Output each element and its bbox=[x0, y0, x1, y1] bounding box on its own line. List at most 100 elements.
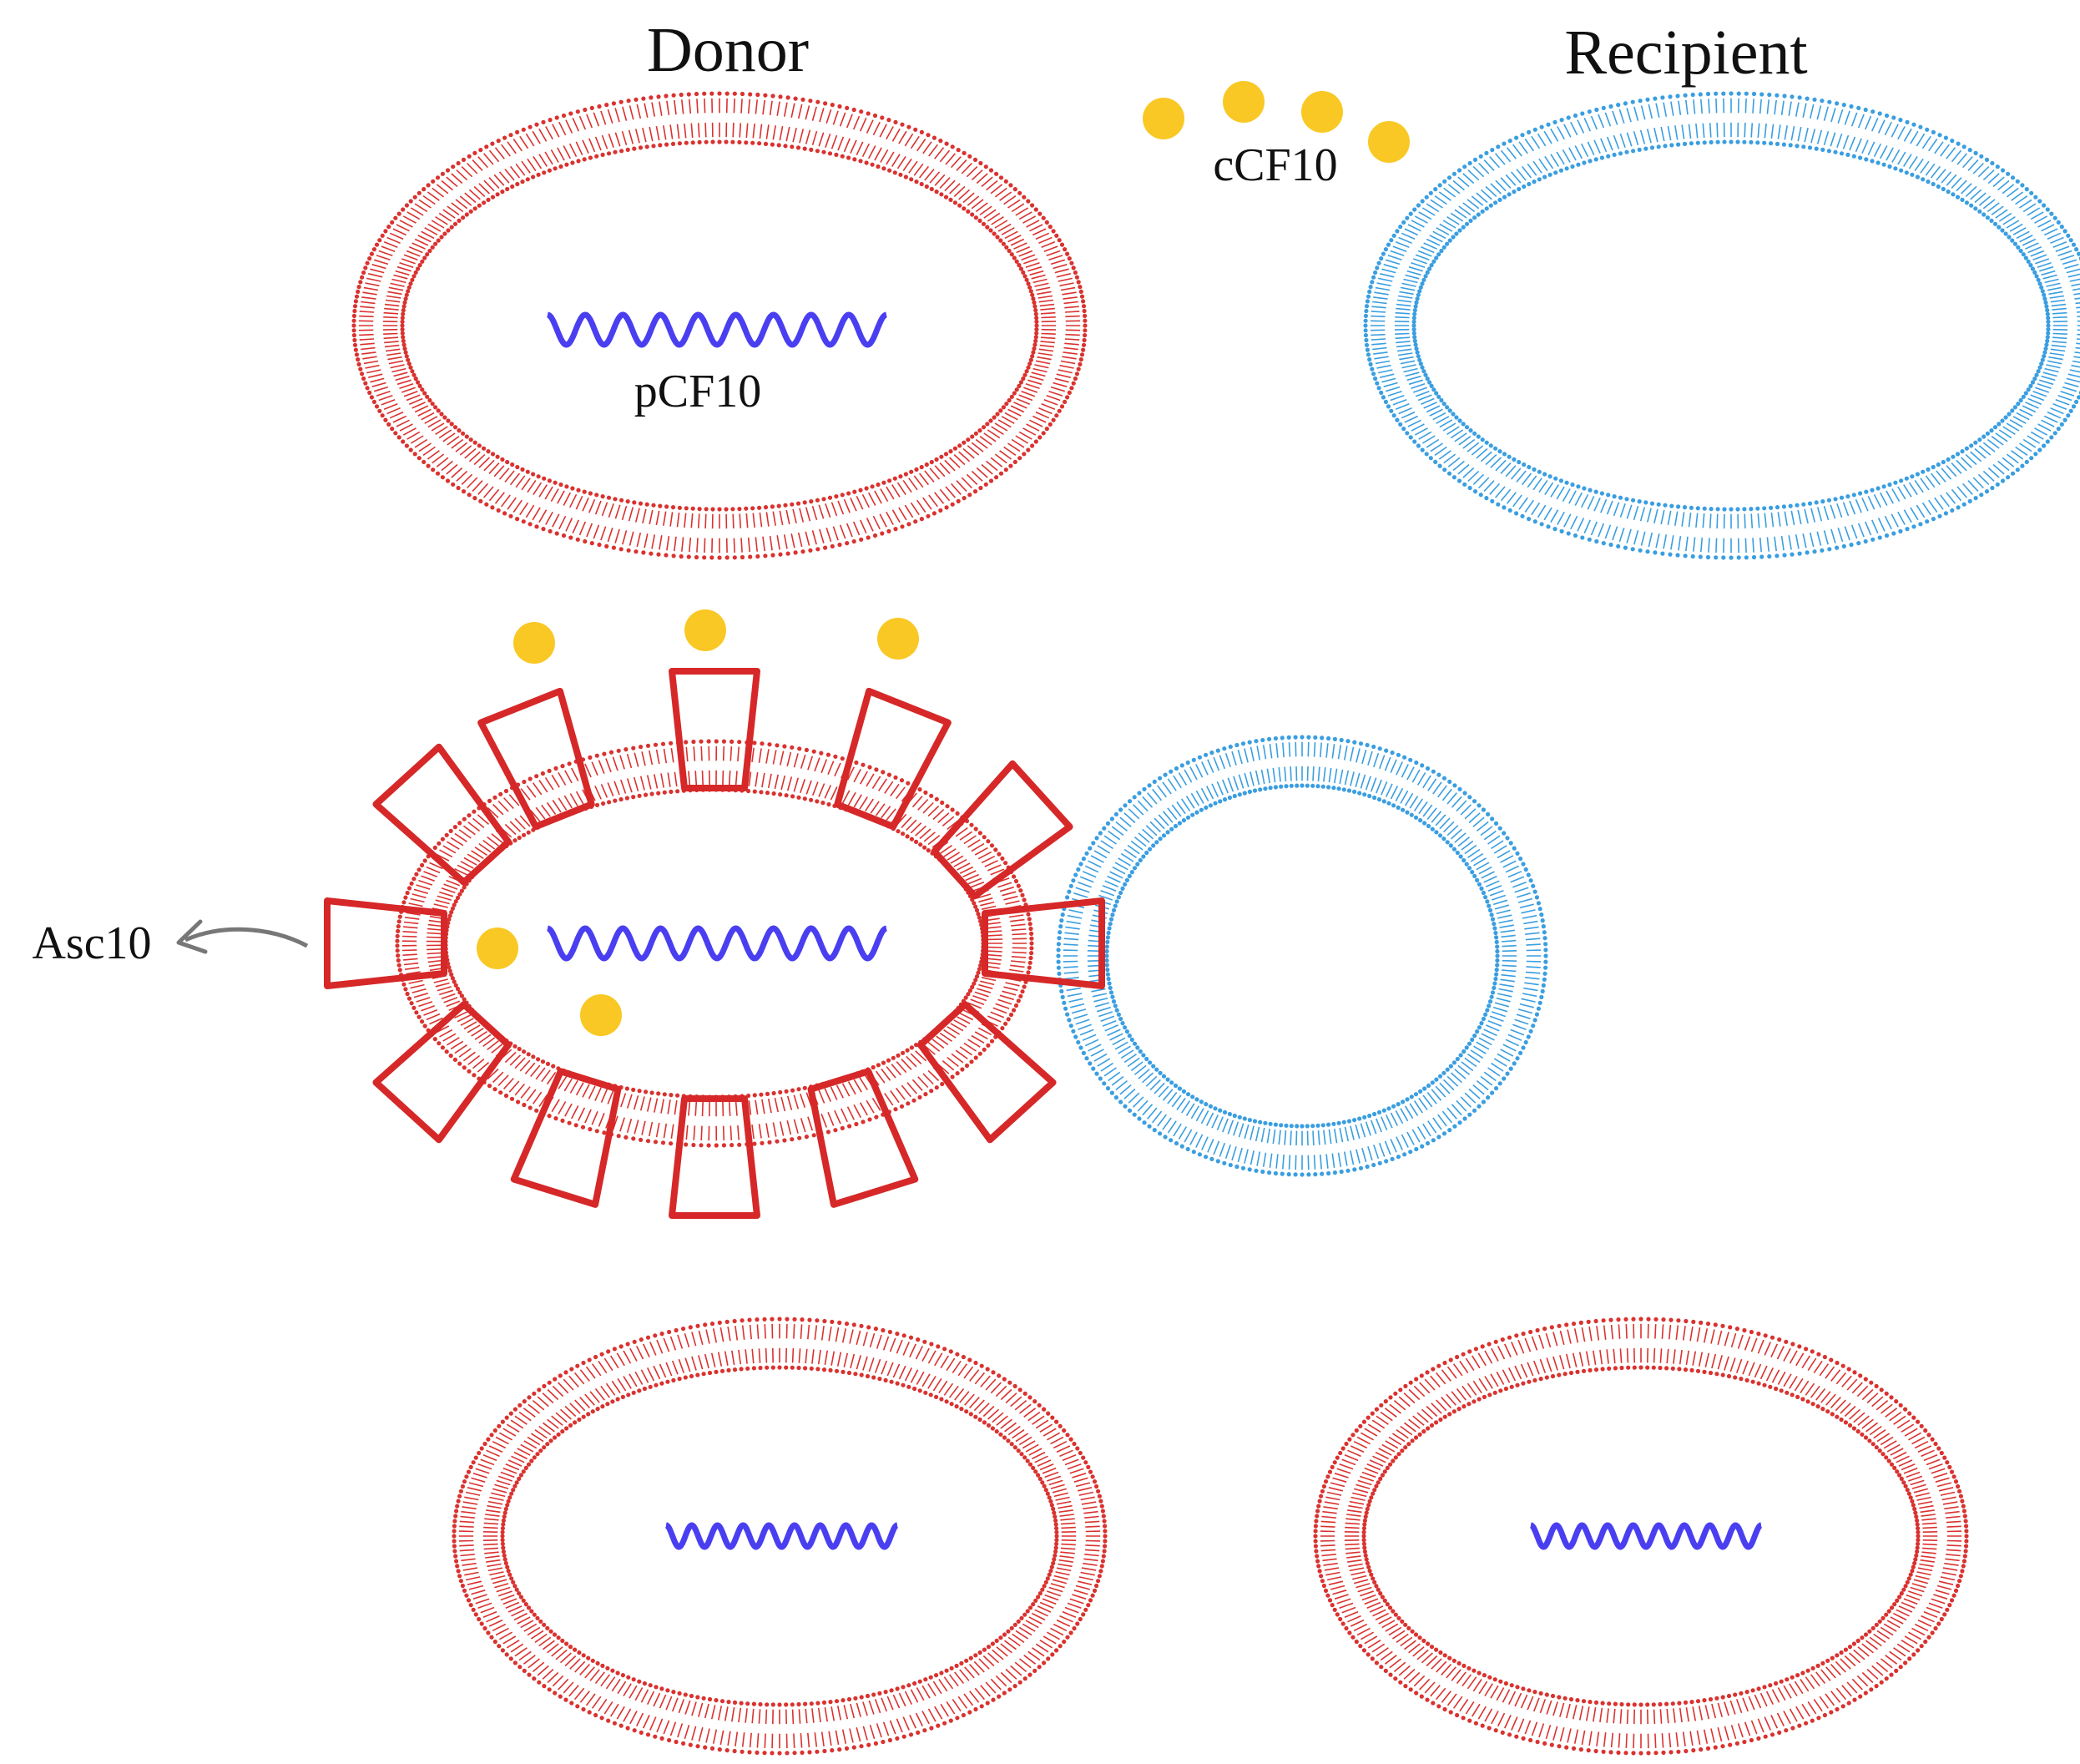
lipid-head bbox=[854, 760, 859, 766]
lipid-head bbox=[778, 552, 783, 557]
lipid-head bbox=[1381, 799, 1386, 804]
lipid-head bbox=[514, 1480, 519, 1485]
lipid-head bbox=[1018, 888, 1023, 893]
lipid-head bbox=[1366, 294, 1371, 299]
lipid-head bbox=[396, 435, 401, 440]
lipid-head bbox=[1315, 1554, 1320, 1559]
lipid-head bbox=[752, 789, 757, 794]
lipid-head bbox=[1441, 402, 1446, 407]
lipid-head bbox=[909, 469, 914, 474]
lipid-head bbox=[1008, 183, 1013, 188]
lipid-head bbox=[1527, 181, 1532, 187]
lipid-head bbox=[1995, 482, 2000, 487]
lipid-head bbox=[995, 412, 1000, 417]
lipid-head bbox=[922, 1728, 927, 1733]
lipid-head bbox=[1412, 439, 1417, 444]
lipid-head bbox=[759, 790, 764, 795]
lipid-head bbox=[2037, 281, 2042, 286]
lipid-head bbox=[1958, 1494, 1963, 1499]
lipid-head bbox=[967, 154, 972, 159]
lipid-head bbox=[589, 105, 594, 110]
lipid-head bbox=[1339, 1169, 1344, 1175]
lipid-head bbox=[1462, 482, 1467, 487]
lipid-head bbox=[426, 463, 431, 468]
lipid-head bbox=[1521, 1736, 1526, 1741]
lipid-head bbox=[1414, 300, 1419, 305]
lipid-head bbox=[507, 1572, 512, 1577]
lipid-head bbox=[1616, 1317, 1621, 1322]
lipid-head bbox=[1438, 1417, 1443, 1423]
lipid-head bbox=[2029, 190, 2034, 195]
lipid-head bbox=[1340, 1446, 1345, 1451]
lipid-head bbox=[1914, 1514, 1919, 1519]
lipid-head bbox=[1544, 1375, 1549, 1380]
lipid-head bbox=[1863, 1691, 1868, 1696]
lipid-head bbox=[896, 1053, 901, 1058]
lipid-head bbox=[790, 1088, 795, 1093]
lipid-head bbox=[755, 1317, 760, 1322]
lipid-head bbox=[1462, 1049, 1467, 1054]
lipid-head bbox=[1429, 1645, 1435, 1650]
lipid-head bbox=[1425, 270, 1430, 275]
lipid-head bbox=[1379, 256, 1384, 261]
lipid-head bbox=[482, 1441, 487, 1447]
lipid-head bbox=[1893, 166, 1898, 171]
lipid-head bbox=[945, 804, 950, 809]
lipid-head bbox=[1076, 280, 1081, 285]
lipid-head bbox=[828, 1700, 833, 1705]
lipid-head bbox=[1006, 1629, 1011, 1634]
lipid-head bbox=[1847, 1423, 1853, 1428]
lipid-head bbox=[1487, 1675, 1492, 1680]
lipid-head bbox=[440, 475, 446, 480]
lipid-head bbox=[841, 1698, 846, 1703]
adhesin-label: Asc10 bbox=[32, 917, 151, 969]
lipid-head bbox=[1396, 1452, 1401, 1457]
lipid-head bbox=[1653, 1751, 1658, 1756]
lipid-head bbox=[1911, 1503, 1916, 1508]
lipid-head bbox=[887, 1329, 892, 1335]
lipid-head bbox=[1699, 1747, 1704, 1752]
lipid-head bbox=[1354, 1428, 1359, 1433]
lipid-head bbox=[637, 1679, 642, 1684]
lipid-head bbox=[1048, 422, 1053, 427]
lipid-head bbox=[1588, 488, 1593, 493]
lipid-head bbox=[1033, 1598, 1038, 1603]
lipid-head bbox=[2024, 459, 2029, 465]
lipid-head bbox=[626, 1392, 631, 1398]
lipid-head bbox=[721, 1143, 727, 1148]
lipid-head bbox=[1649, 501, 1655, 506]
lipid-head bbox=[498, 791, 503, 796]
lipid-head bbox=[1009, 252, 1014, 257]
lipid-head bbox=[903, 174, 908, 179]
lipid-head bbox=[1376, 1480, 1381, 1485]
lipid-head bbox=[2046, 323, 2051, 328]
lipid-head bbox=[1709, 139, 1714, 144]
lipid-head bbox=[1222, 797, 1228, 802]
lipid-head bbox=[683, 1375, 688, 1380]
pheromone-dot bbox=[580, 994, 622, 1036]
lipid-head bbox=[383, 229, 388, 234]
lipid-head bbox=[1507, 454, 1512, 459]
lipid-head bbox=[1645, 97, 1650, 102]
lipid-head bbox=[1094, 1583, 1099, 1589]
lipid-head bbox=[1564, 1322, 1569, 1327]
lipid-head bbox=[361, 376, 366, 382]
lipid-head bbox=[804, 1135, 810, 1140]
lipid-head bbox=[914, 179, 919, 184]
lipid-head bbox=[1523, 1039, 1528, 1045]
lipid-head bbox=[1247, 1118, 1252, 1123]
lipid-head bbox=[1822, 1354, 1827, 1360]
lipid-head bbox=[1381, 251, 1386, 256]
lipid-head bbox=[994, 1638, 999, 1643]
lipid-head bbox=[1286, 735, 1291, 740]
lipid-head bbox=[918, 842, 923, 847]
lipid-head bbox=[1381, 1108, 1386, 1113]
lipid-head bbox=[1462, 857, 1467, 863]
lipid-head bbox=[1495, 958, 1500, 963]
lipid-head bbox=[581, 1414, 586, 1419]
lipid-head bbox=[563, 1370, 568, 1375]
lipid-head bbox=[919, 129, 924, 134]
lipid-head bbox=[822, 1748, 827, 1754]
lipid-head bbox=[1960, 197, 1965, 202]
lipid-head bbox=[726, 1367, 731, 1372]
